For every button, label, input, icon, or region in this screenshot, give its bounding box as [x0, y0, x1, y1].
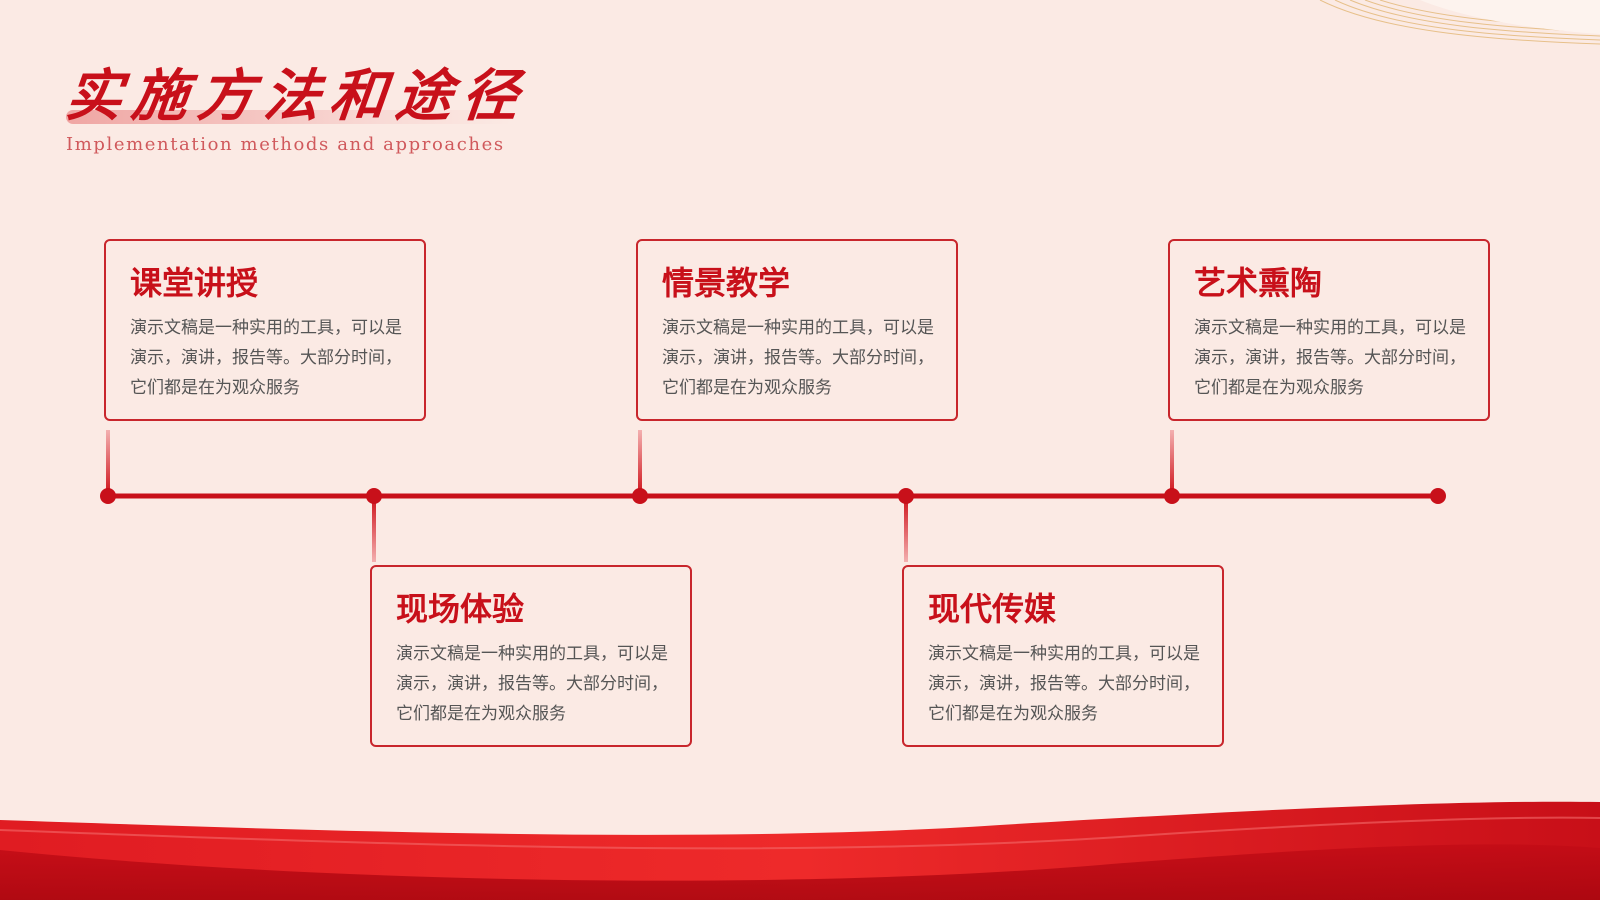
connector-2: [372, 502, 376, 562]
timeline-dot-2: [366, 488, 382, 504]
bottom-ribbon-decoration: [0, 801, 1600, 900]
step-description: 演示文稿是一种实用的工具，可以是演示，演讲，报告等。大部分时间，它们都是在为观众…: [662, 318, 934, 398]
title-block: 实施方法和途径: [63, 58, 532, 134]
step-title: 课堂讲授: [130, 264, 259, 302]
timeline-dot-3: [632, 488, 648, 504]
timeline-dot-4: [898, 488, 914, 504]
step-description: 演示文稿是一种实用的工具，可以是演示，演讲，报告等。大部分时间，它们都是在为观众…: [928, 644, 1200, 724]
step-title: 情景教学: [662, 264, 791, 302]
timeline-dot-1: [100, 488, 116, 504]
step-description: 演示文稿是一种实用的工具，可以是演示，演讲，报告等。大部分时间，它们都是在为观众…: [1194, 318, 1466, 398]
connector-4: [904, 502, 908, 562]
title-highlight: [66, 110, 514, 124]
step-card-3: 情景教学 演示文稿是一种实用的工具，可以是演示，演讲，报告等。大部分时间，它们都…: [636, 239, 958, 421]
timeline-dot-end: [1430, 488, 1446, 504]
connector-3: [638, 430, 642, 490]
step-title: 现代传媒: [928, 590, 1057, 628]
step-card-2: 现场体验 演示文稿是一种实用的工具，可以是演示，演讲，报告等。大部分时间，它们都…: [370, 565, 692, 747]
step-description: 演示文稿是一种实用的工具，可以是演示，演讲，报告等。大部分时间，它们都是在为观众…: [130, 318, 402, 398]
timeline-dot-5: [1164, 488, 1180, 504]
connector-5: [1170, 430, 1174, 490]
step-card-4: 现代传媒 演示文稿是一种实用的工具，可以是演示，演讲，报告等。大部分时间，它们都…: [902, 565, 1224, 747]
step-card-1: 课堂讲授 演示文稿是一种实用的工具，可以是演示，演讲，报告等。大部分时间，它们都…: [104, 239, 426, 421]
connector-1: [106, 430, 110, 490]
step-title: 现场体验: [396, 590, 525, 628]
step-title: 艺术熏陶: [1194, 264, 1323, 302]
step-card-5: 艺术熏陶 演示文稿是一种实用的工具，可以是演示，演讲，报告等。大部分时间，它们都…: [1168, 239, 1490, 421]
decorative-lines-top-right: [1319, 0, 1600, 45]
page-subtitle: Implementation methods and approaches: [66, 134, 505, 155]
step-description: 演示文稿是一种实用的工具，可以是演示，演讲，报告等。大部分时间，它们都是在为观众…: [396, 644, 668, 724]
